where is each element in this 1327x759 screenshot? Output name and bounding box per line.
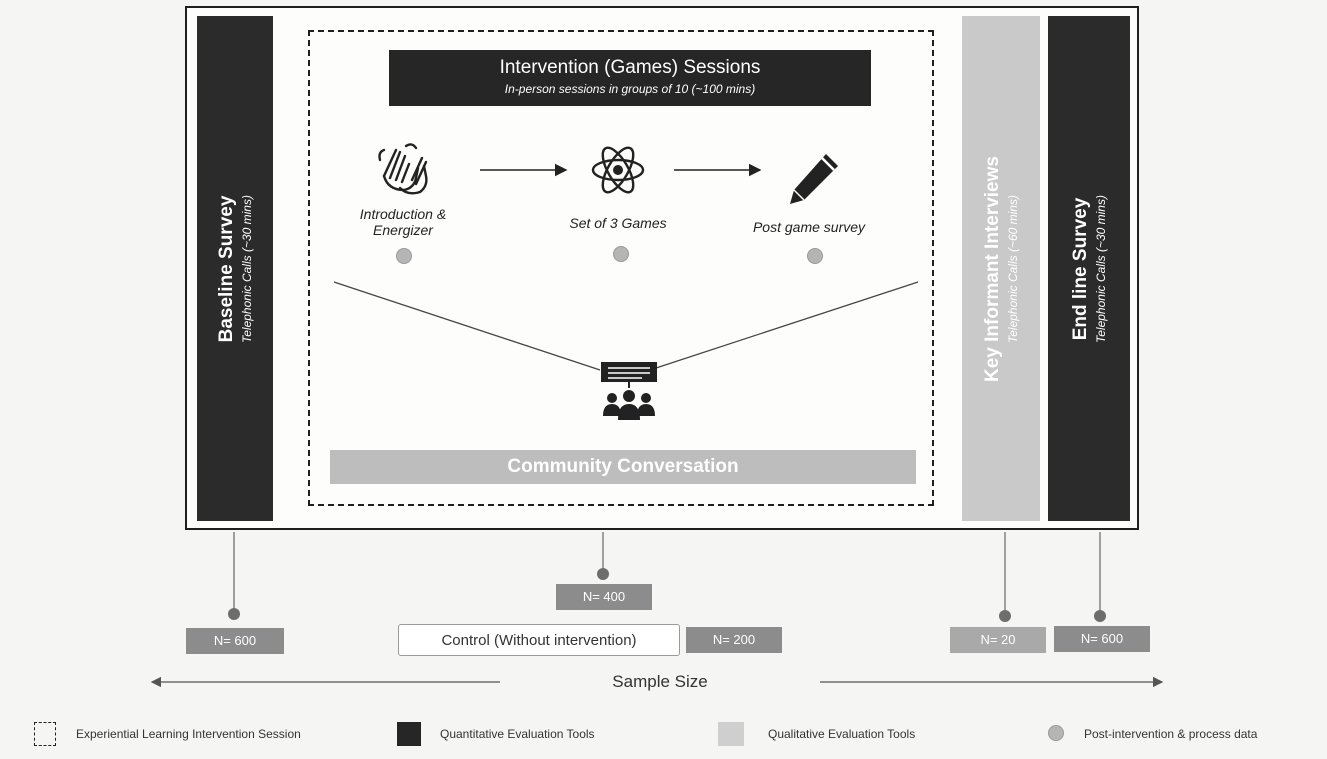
kii-title: Key Informant Interviews: [982, 155, 1003, 382]
session-header: Intervention (Games) Sessions In-person …: [389, 50, 871, 106]
kii-subtitle: Telephonic Calls (~60 mins): [1006, 194, 1020, 343]
step-games-label: Set of 3 Games: [569, 215, 667, 231]
legend-quant-label: Quantitative Evaluation Tools: [440, 727, 595, 741]
kii-bar: Key Informant Interviews Telephonic Call…: [962, 16, 1040, 521]
intervention-sample-n: N= 400: [556, 584, 652, 610]
kii-pin: [999, 610, 1011, 622]
baseline-survey-bar: Baseline Survey Telephonic Calls (~30 mi…: [197, 16, 273, 521]
step-survey-label: Post game survey: [752, 219, 866, 235]
legend-qual-label: Qualitative Evaluation Tools: [768, 727, 916, 741]
baseline-pin: [228, 608, 240, 620]
community-conversation-bar: Community Conversation: [330, 450, 916, 484]
endline-pin: [1094, 610, 1106, 622]
funnel-lines: [333, 281, 919, 371]
step-intro-line2: Energizer: [373, 222, 433, 238]
step-arrows: [480, 163, 762, 177]
endline-survey-bar: End line Survey Telephonic Calls (~30 mi…: [1048, 16, 1130, 521]
legend-process-label: Post-intervention & process data: [1084, 727, 1258, 741]
intervention-pin: [597, 568, 609, 580]
process-dot-intro: [396, 248, 412, 264]
baseline-survey-subtitle: Telephonic Calls (~30 mins): [240, 194, 254, 343]
legend-dot-swatch: [1048, 725, 1064, 741]
step-intro-label: Introduction & Energizer: [348, 206, 458, 238]
sample-size-label: Sample Size: [612, 672, 708, 691]
endline-survey-subtitle: Telephonic Calls (~30 mins): [1094, 194, 1108, 343]
endline-survey-title: End line Survey: [1070, 197, 1091, 340]
sign-hands-icon: [378, 143, 428, 195]
pencil-icon: [790, 154, 838, 204]
session-title: Intervention (Games) Sessions: [499, 57, 761, 78]
endline-sample-n: N= 600: [1054, 626, 1150, 652]
atom-icon: [591, 146, 645, 194]
sample-connectors: [233, 532, 1101, 612]
sample-size-axis: [150, 676, 1164, 688]
community-meeting-icon: [601, 362, 657, 420]
intervention-session-box: [308, 30, 934, 506]
step-intro-line1: Introduction &: [359, 206, 447, 222]
process-dot-survey: [807, 248, 823, 264]
legend-session-label: Experiential Learning Intervention Sessi…: [76, 727, 301, 741]
baseline-sample-n: N= 600: [186, 628, 284, 654]
control-sample-n: N= 200: [686, 627, 782, 653]
legend-dashed-swatch: [34, 722, 56, 746]
kii-sample-n: N= 20: [950, 627, 1046, 653]
process-dot-games: [613, 246, 629, 262]
legend-light-swatch: [718, 722, 744, 746]
control-group-label: Control (Without intervention): [398, 624, 680, 656]
baseline-survey-title: Baseline Survey: [216, 195, 237, 342]
session-subtitle: In-person sessions in groups of 10 (~100…: [504, 82, 756, 96]
legend-dark-swatch: [397, 722, 421, 746]
legend: Experiential Learning Intervention Sessi…: [0, 712, 1327, 752]
